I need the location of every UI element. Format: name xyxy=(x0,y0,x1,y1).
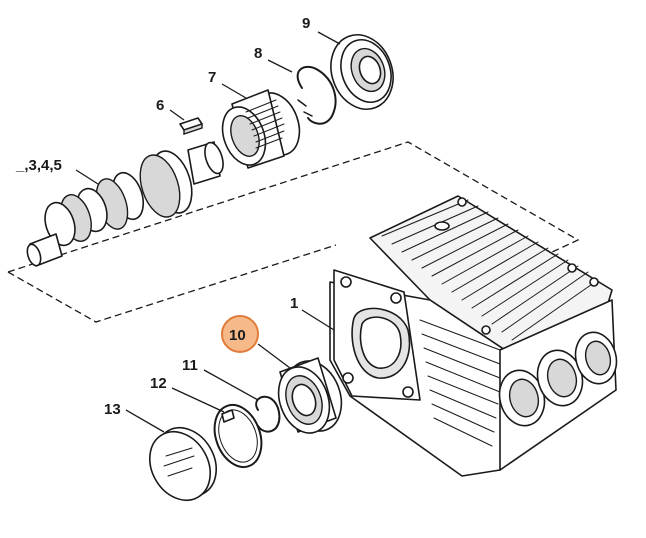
leader-8 xyxy=(267,59,293,73)
leader-7 xyxy=(221,83,247,99)
label-6[interactable]: 6 xyxy=(156,97,164,114)
label-7[interactable]: 7 xyxy=(208,69,216,86)
part-11-circlip xyxy=(255,395,281,433)
label-9[interactable]: 9 xyxy=(302,15,310,32)
part-345-crankshaft xyxy=(26,141,224,267)
assembly-boundary-lower xyxy=(7,244,337,323)
part-1-housing xyxy=(329,195,618,477)
part-12-retaining-ring xyxy=(213,404,263,468)
part-9-seal xyxy=(330,34,394,110)
leader-6 xyxy=(169,109,185,121)
leader-12 xyxy=(171,387,225,413)
leader-10 xyxy=(257,343,291,369)
leader-13 xyxy=(125,409,165,433)
leader-345 xyxy=(75,169,99,185)
part-6-key xyxy=(179,117,203,135)
assembly-boundary xyxy=(7,141,580,273)
label-8[interactable]: 8 xyxy=(254,45,262,62)
highlight-circle xyxy=(221,315,259,353)
leader-1 xyxy=(301,309,335,331)
part-7-needle-bearing xyxy=(221,89,301,169)
cylinder-bores xyxy=(498,331,618,427)
label-345[interactable]: _,3,4,5 xyxy=(15,157,62,174)
label-1[interactable]: 1 xyxy=(290,295,298,312)
label-13[interactable]: 13 xyxy=(104,401,121,418)
leader-9 xyxy=(317,31,341,45)
label-11[interactable]: 11 xyxy=(182,357,198,374)
leader-11 xyxy=(203,369,259,401)
part-13-cover-cap xyxy=(149,427,217,501)
part-8-circlip xyxy=(296,65,337,125)
part-10-ball-bearing xyxy=(277,357,343,434)
label-12[interactable]: 12 xyxy=(150,375,167,392)
label-10[interactable]: 10 xyxy=(229,327,246,344)
